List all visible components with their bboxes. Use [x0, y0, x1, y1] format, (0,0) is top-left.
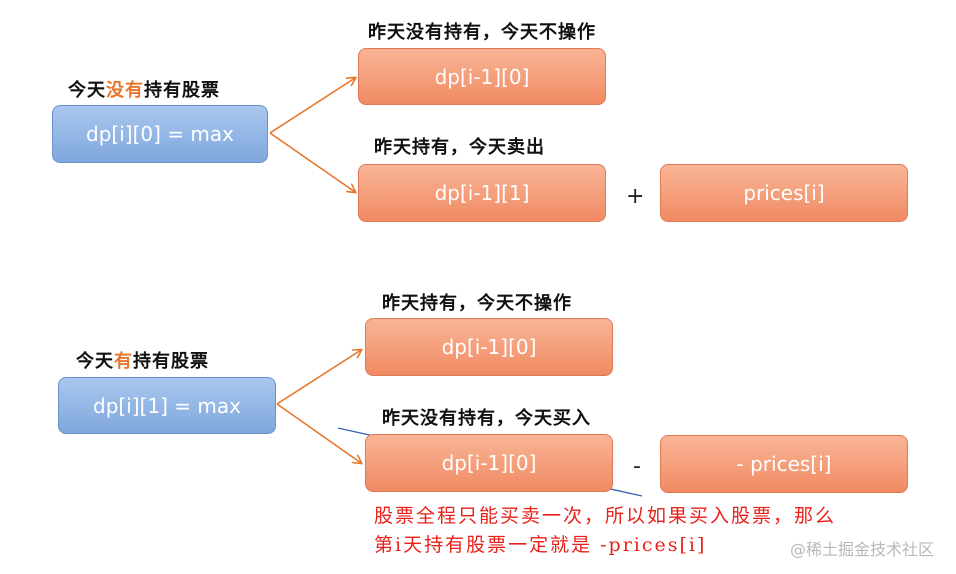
top-branch2-box2: prices[i]	[660, 164, 908, 222]
note-line-1: 股票全程只能买卖一次，所以如果买入股票，那么	[374, 505, 837, 527]
top-caption-suffix: 持有股票	[144, 80, 220, 101]
watermark-text: @稀土掘金技术社区	[790, 540, 935, 559]
arrow-bottom-to-hold1	[276, 350, 361, 405]
bottom-branch2-box: dp[i-1][0]	[365, 434, 613, 492]
bottom-caption-prefix: 今天	[76, 351, 114, 372]
bottom-branch2-box2: - prices[i]	[660, 435, 908, 493]
bottom-state-caption: 今天有持有股票	[76, 347, 209, 373]
bottom-branch2-caption: 昨天没有持有，今天买入	[382, 408, 591, 429]
top-caption-prefix: 今天	[68, 80, 106, 101]
bottom-state-box: dp[i][1] = max	[58, 377, 276, 434]
top-branch1-caption: 昨天没有持有，今天不操作	[368, 22, 596, 43]
top-branch1-box: dp[i-1][0]	[358, 48, 606, 105]
bottom-caption-highlight: 有	[114, 351, 133, 372]
bottom-caption-suffix: 持有股票	[133, 351, 209, 372]
arrow-top-to-sell	[269, 132, 355, 192]
bottom-branch2-operator: -	[633, 454, 641, 479]
bottom-branch1-box: dp[i-1][0]	[365, 318, 613, 376]
top-state-box: dp[i][0] = max	[52, 105, 268, 163]
top-branch2-box: dp[i-1][1]	[358, 164, 606, 222]
top-branch2-operator: +	[626, 184, 645, 209]
arrow-top-to-hold0	[269, 78, 355, 134]
top-caption-highlight: 没有	[106, 80, 144, 101]
arrow-bottom-to-buy	[276, 403, 361, 463]
note-line-2: 第i天持有股票一定就是 -prices[i]	[374, 534, 707, 556]
top-branch2-caption: 昨天持有，今天卖出	[374, 137, 545, 158]
bottom-branch1-caption: 昨天持有，今天不操作	[382, 293, 572, 314]
top-state-caption: 今天没有持有股票	[68, 76, 220, 102]
